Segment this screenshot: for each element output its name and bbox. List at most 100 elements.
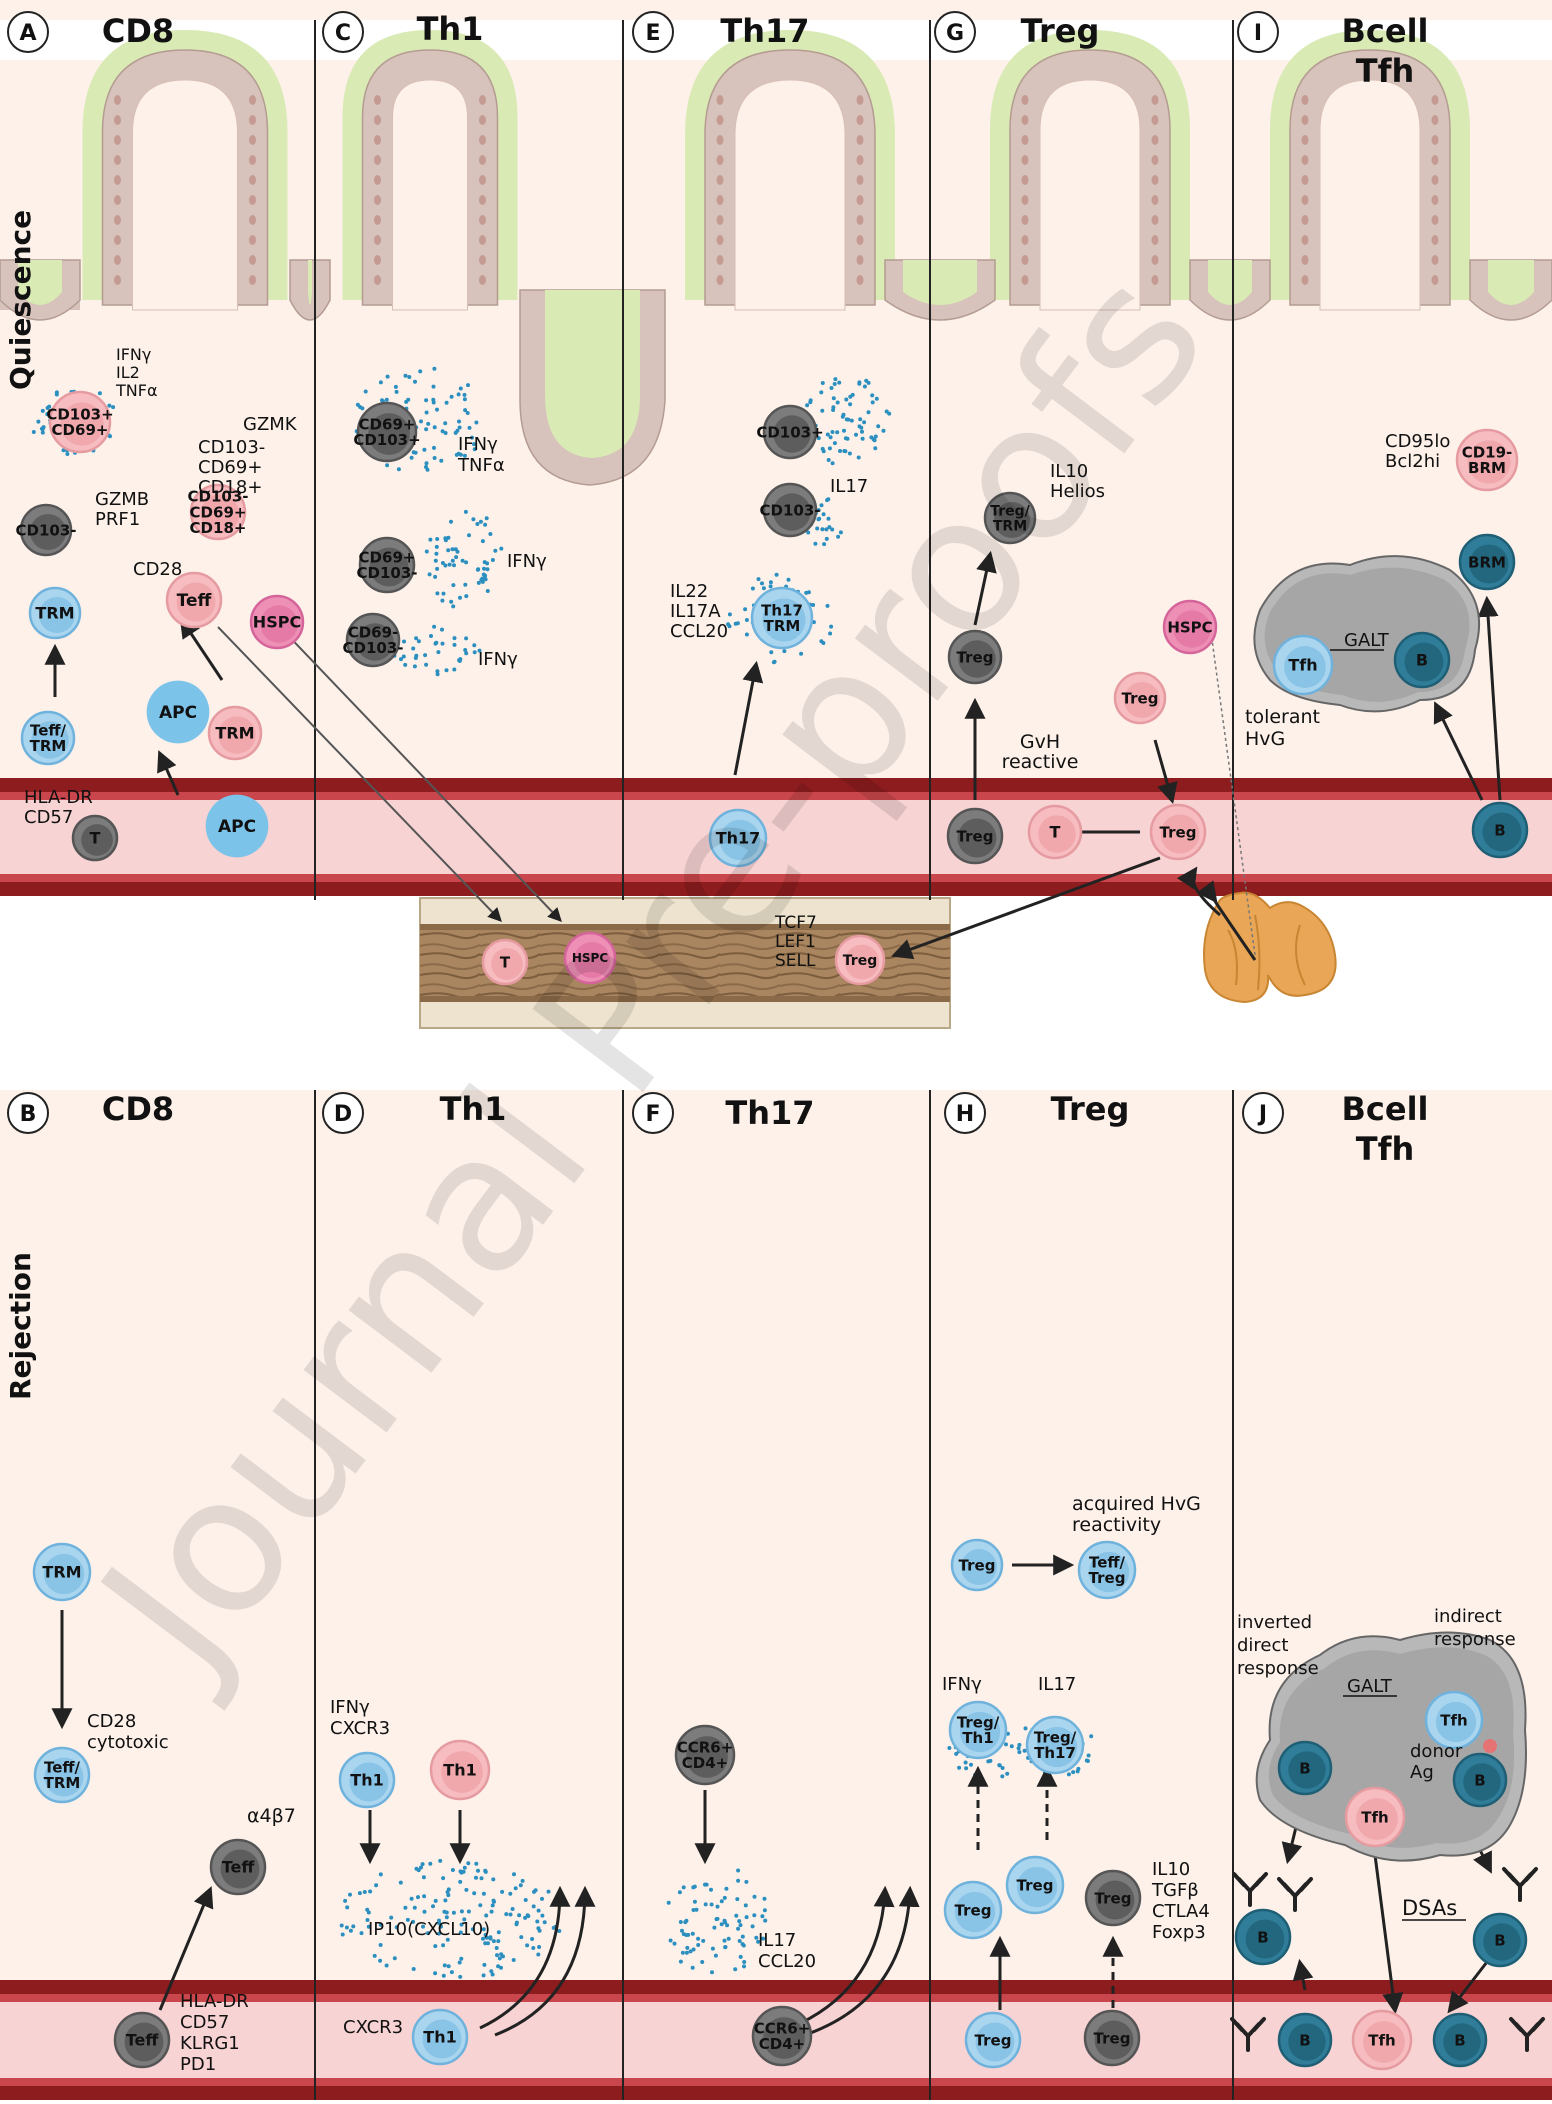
epithelial-nucleus — [716, 115, 724, 125]
top-villus-3-core — [1039, 79, 1141, 311]
cell-h-treg1-label: Treg — [959, 1556, 996, 1574]
label-j-galt: GALT — [1347, 1676, 1393, 1697]
label-b-markers-2: KLRG1 — [180, 2033, 240, 2054]
cell-b-teff-trm-label: Teff/ — [44, 1758, 81, 1776]
cell-b-trm-label: TRM — [42, 1563, 81, 1582]
epithelial-nucleus — [374, 195, 381, 205]
thymus — [1203, 891, 1337, 1004]
epithelial-nucleus — [479, 175, 486, 185]
panel-title-j-1: Bcell — [1342, 1090, 1429, 1128]
epithelial-nucleus — [114, 95, 121, 105]
epithelial-nucleus — [856, 255, 864, 265]
cell-h-treg4: Treg — [1084, 1869, 1142, 1927]
epithelial-nucleus — [1301, 215, 1309, 225]
arrows — [44, 550, 1502, 2037]
epithelial-nucleus — [374, 275, 381, 285]
epithelial-nucleus — [374, 115, 381, 125]
epithelial-nucleus — [249, 275, 256, 285]
top-villus-2-core — [734, 79, 846, 311]
label-j-dsas: DSAs — [1402, 1896, 1457, 1920]
epithelial-nucleus — [374, 215, 381, 225]
cell-a-teff-trm-label: TRM — [30, 737, 67, 755]
cell-h-treg-th1-label: Th1 — [962, 1729, 993, 1747]
cell-j-b2: B — [1452, 1752, 1508, 1808]
cell-h-treg-th17: Treg/Th17 — [1025, 1715, 1085, 1775]
arrow-f-up-1 — [789, 1885, 895, 2030]
panel-title-i-2: Tfh — [1356, 52, 1415, 90]
arrow-a-teff-marrow — [217, 626, 502, 923]
cell-h-treg2-label: Treg — [955, 1901, 992, 1919]
cell-f-ccr6-2-label: CD4+ — [759, 2035, 805, 2053]
label-c-cyto3: IFNγ — [478, 649, 518, 670]
panel-letter-circle — [632, 11, 674, 53]
epithelial-nucleus — [856, 215, 864, 225]
epithelial-nucleus — [374, 235, 381, 245]
label-b-markers-0: HLA-DR — [180, 1991, 249, 2012]
cell-j-tfh2: Tfh — [1344, 1786, 1406, 1848]
label-a-cytokines-1: IL2 — [116, 363, 140, 382]
epithelial-nucleus — [479, 95, 486, 105]
arrow-g-treg-trm — [973, 550, 997, 626]
cell-j-b1: B — [1277, 1740, 1333, 1796]
label-a-hla-1: CD57 — [24, 807, 73, 828]
epithelial-nucleus — [716, 175, 724, 185]
label-j-inverted-0: inverted — [1237, 1612, 1312, 1633]
label-h-ifng: IFNγ — [942, 1674, 982, 1695]
cell-a-cd103m-label: CD103- — [16, 521, 77, 539]
epithelial-nucleus — [249, 235, 256, 245]
epithelial-nucleus — [1151, 135, 1159, 145]
epithelial-nucleus — [374, 95, 381, 105]
label-i-cd95-1: Bcl2hi — [1385, 451, 1440, 472]
panel-letter-circle — [322, 1092, 364, 1134]
panel-letter: G — [946, 21, 964, 46]
top-villus-1-core — [392, 79, 468, 311]
cell-d-th1a: Th1 — [338, 1751, 396, 1809]
cell-g-tregtrm: Treg/TRM — [983, 491, 1037, 545]
cell-marrow-hspc: HSPC — [563, 931, 617, 985]
cell-h-treg1: Treg — [950, 1538, 1004, 1592]
cell-c-cd69m-cd103m: CD69-CD103- — [343, 612, 404, 668]
cell-marrow-t-label: T — [500, 953, 511, 971]
cell-h-treg3: Treg — [1005, 1855, 1065, 1915]
epithelial-nucleus — [716, 195, 724, 205]
cell-b-trm: TRM — [32, 1542, 92, 1602]
epithelial-nucleus — [114, 115, 121, 125]
cell-marrow-treg: Treg — [834, 934, 886, 986]
cell-d-th1b-label: Th1 — [443, 1761, 476, 1780]
column-separators — [314, 20, 1234, 2100]
cell-a-cd103p-label: CD103+ — [46, 405, 113, 423]
label-g-cytokines-1: Helios — [1050, 481, 1105, 502]
cell-a-teff-label: Teff — [177, 591, 212, 611]
epithelial-nucleus — [479, 275, 486, 285]
panel-title-g: Treg — [1021, 12, 1100, 50]
label-a-hla-0: HLA-DR — [24, 787, 93, 808]
label-a-gzmb-1: PRF1 — [95, 509, 140, 530]
cell-a-trm2: TRM — [207, 705, 263, 761]
epithelial-nucleus — [479, 115, 486, 125]
label-e-cytokines-1: IL17A — [670, 601, 721, 622]
cell-b-teff2: Teff — [113, 2011, 171, 2069]
cell-c-cd69p-cd103p-label: CD69+ — [359, 415, 416, 433]
cell-g-treg2: Treg — [1113, 671, 1167, 725]
cell-i-cd19-brm-label: CD19- — [1462, 443, 1513, 461]
row-label-rejection: Rejection — [4, 1252, 37, 1400]
cell-h-treg5: Treg — [964, 2011, 1022, 2069]
label-h-acquired-1: reactivity — [1072, 1514, 1161, 1536]
label-g-gvh-1: reactive — [1002, 751, 1079, 773]
cell-h-teff-treg-label: Treg — [1089, 1569, 1126, 1587]
cell-a-hspc-label: HSPC — [253, 613, 301, 632]
epithelial-nucleus — [856, 195, 864, 205]
epithelial-nucleus — [1021, 275, 1029, 285]
cell-j-b5: B — [1277, 2012, 1333, 2068]
cell-f-ccr6-2-label: CCR6+ — [754, 2019, 811, 2037]
label-i-tolerant-1: HvG — [1245, 728, 1285, 750]
epithelial-nucleus — [374, 135, 381, 145]
cell-i-tfh: Tfh — [1272, 634, 1334, 696]
cell-a-cd69: CD103-CD69+CD18+ — [188, 483, 249, 541]
epithelial-nucleus — [114, 215, 121, 225]
arrow-j-b-up — [1292, 1958, 1314, 1991]
cell-h-treg-th17-label: Th17 — [1034, 1744, 1076, 1762]
arrow-a-hspc-marrow — [279, 626, 562, 923]
cell-h-teff-treg: Teff/Treg — [1077, 1540, 1137, 1600]
